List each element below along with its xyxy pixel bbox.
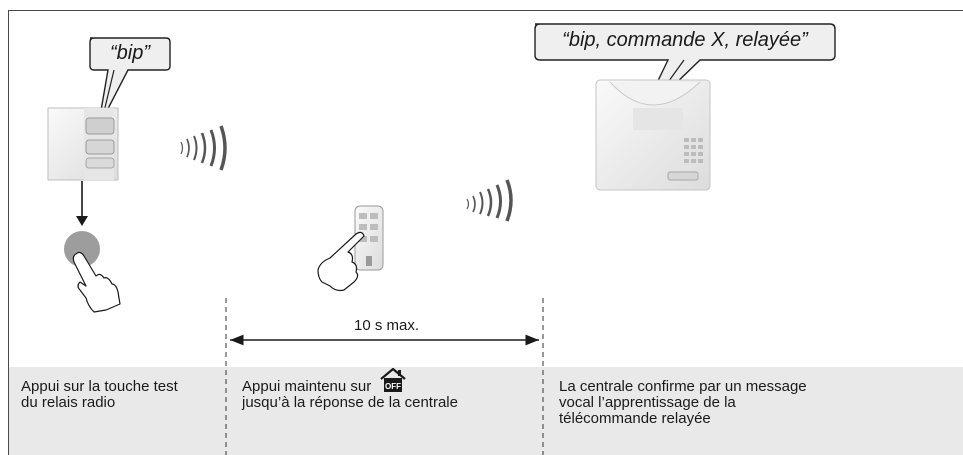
step-3-caption: La centrale confirme par un message voca… [559,379,807,427]
radio-waves-left [180,125,227,171]
frame-top-border [8,10,963,11]
step-2-line-2: jusqu’à la réponse de la centrale [242,394,458,411]
hand-left-icon [72,251,121,313]
radio-relay-device [47,107,119,181]
step-2-caption: Appui maintenu sur OFF jusqu’à la répons… [242,367,458,411]
step-3-line-2: vocal l’apprentissage de la [559,394,736,411]
central-unit-device [595,79,711,191]
house-off-icon: OFF [379,367,407,393]
duration-label: 10 s max. [354,317,420,334]
hand-middle-icon [317,231,365,292]
step-1-caption: Appui sur la touche test du relais radio [21,379,178,411]
caption-band [9,367,963,455]
remote-control-device [354,205,384,271]
step-1-line-2: du relais radio [21,394,116,411]
step-2-line-1-row: Appui maintenu sur OFF [242,367,458,395]
step-2-line-1: Appui maintenu sur [242,378,372,395]
frame-left-border [8,10,9,455]
press-arrow [76,181,88,226]
step-1-line-1: Appui sur la touche test [21,378,178,395]
step-3-line-3: télécommande relayée [559,410,711,427]
left-bubble-text: “bip” [109,42,150,64]
house-off-icon-label: OFF [385,382,401,391]
step-3-line-1: La centrale confirme par un message [559,378,807,395]
radio-waves-middle [466,179,513,222]
right-bubble-text: “bip, commande X, relayée” [562,29,808,51]
